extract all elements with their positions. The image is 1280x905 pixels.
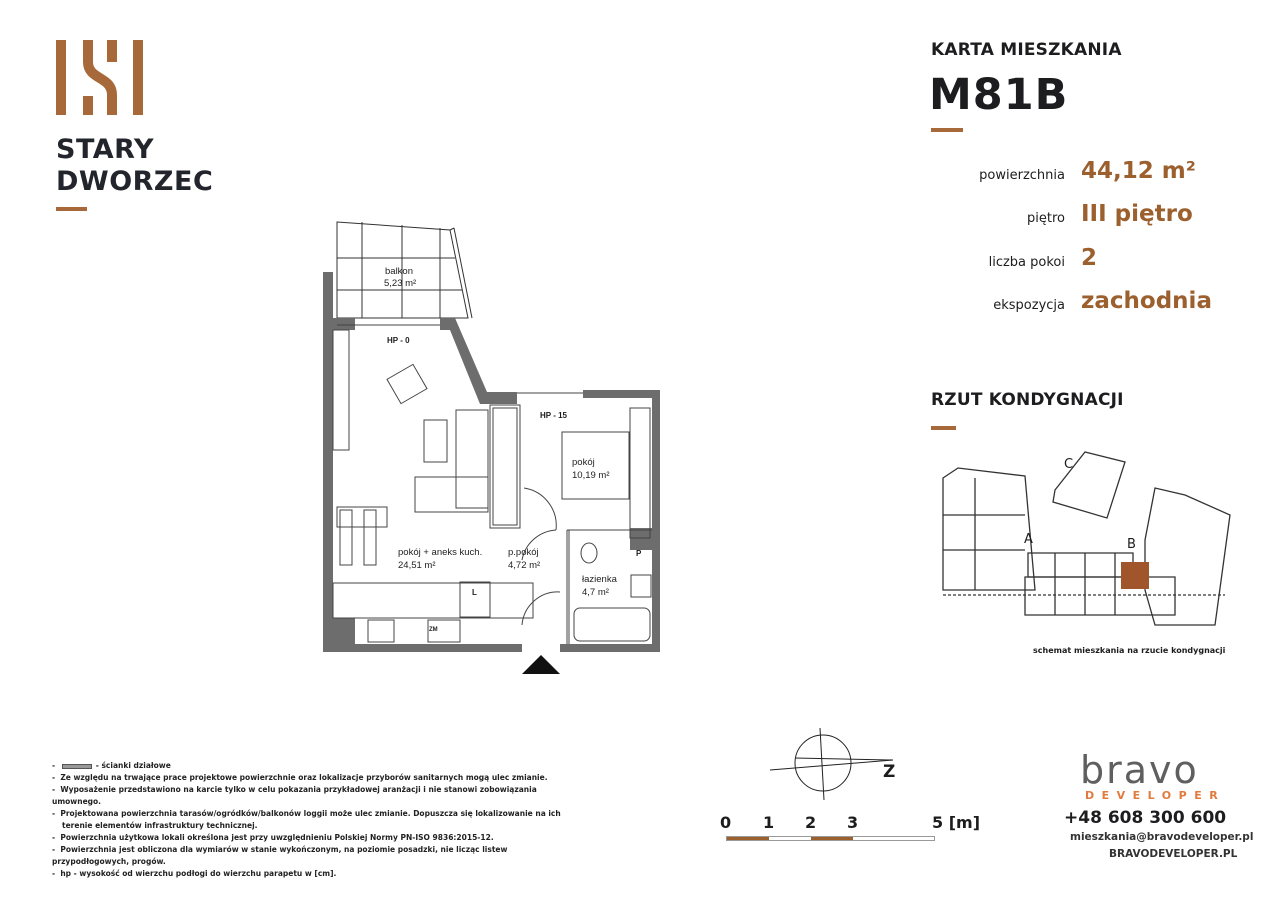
scale-tick: 5 [m] [932,813,980,832]
property-value: 44,12 m² [1081,158,1196,184]
website-link[interactable]: BRAVODEVELOPER.PL [1109,848,1238,860]
room-bathroom: łazienka 4,7 m² [582,573,617,599]
property-rooms: liczba pokoi 2 [925,245,1280,275]
phone-number[interactable]: +48 608 300 600 [1064,808,1227,828]
room-area: 4,72 m² [508,560,541,571]
property-label: piętro [1027,211,1065,226]
room-area: 5,23 m² [384,278,417,289]
note-item: - - ścianki działowe [52,761,171,770]
walls [323,272,660,652]
notes-list: - - ścianki działowe - Ze względu na trw… [52,760,572,880]
logo-line2: DWORZEC [56,166,214,197]
property-value: 2 [1081,245,1098,271]
stary-dworzec-logo [56,40,146,119]
property-exposure: ekspozycja zachodnia [925,288,1280,318]
building-label: B [1127,537,1136,552]
scale-tick: 2 [805,813,817,832]
property-area: powierzchnia 44,12 m² [925,158,1280,188]
property-value: III piętro [1081,201,1193,227]
room-name: balkon [385,266,413,277]
card-title: KARTA MIESZKANIA [931,40,1122,60]
compass-icon [769,728,894,801]
storey-underline [931,426,956,430]
room-living-kitchen: pokój + aneks kuch. 24,51 m² [398,546,482,572]
room-area: 4,7 m² [582,587,609,598]
title-underline [931,128,963,132]
scale-tick: 3 [847,813,859,832]
note-item: - Powierzchnia jest obliczona dla wymiar… [52,845,508,866]
fixture-label: ZM [429,627,438,633]
partition-wall-legend-icon [61,763,92,769]
storey-plan-diagram [942,451,1231,626]
compass-label: Z [883,762,896,782]
property-label: ekspozycja [993,298,1065,313]
scale-bar [726,836,935,841]
floor-plan [323,221,660,674]
room-hall: p.pokój 4,72 m² [508,546,540,572]
note-item: - Wyposażenie przedstawiono na karcie ty… [52,785,537,806]
fixture-label: L [472,588,477,597]
bravo-logo: bravo [1080,748,1199,792]
note-item: - hp - wysokość od wierzchu podłogi do w… [52,869,337,878]
apartment-code: M81B [929,70,1069,120]
note-item: - Ze względu na trwające prace projektow… [52,773,548,782]
property-label: powierzchnia [979,168,1065,183]
storey-title: RZUT KONDYGNACJI [931,390,1124,410]
scale-tick: 1 [763,813,775,832]
entrance-arrow-icon [522,655,560,674]
storey-caption: schemat mieszkania na rzucie kondygnacji [1033,646,1226,655]
building-label: C [1064,457,1074,472]
room-name: p.pokój [508,547,539,558]
property-floor: piętro III piętro [925,201,1280,231]
room-name: pokój + aneks kuch. [398,547,483,558]
hp-label: HP - 0 [387,336,410,345]
room-area: 10,19 m² [572,470,610,481]
building-label: A [1024,532,1033,547]
property-label: liczba pokoi [988,255,1065,270]
scale-tick: 0 [720,813,732,832]
room-bedroom: pokój 10,19 m² [572,456,610,482]
logo-line1: STARY [56,134,155,165]
room-name: pokój [572,457,595,468]
property-value: zachodnia [1081,288,1212,314]
hp-label: HP - 15 [540,411,567,420]
bravo-logo-subtitle: DEVELOPER [1085,789,1226,802]
room-balcony: balkon [385,265,413,278]
apartment-highlight [1121,562,1149,589]
note-item: - Projektowana powierzchnia tarasów/ogró… [52,809,561,830]
balcony-outline [336,221,469,319]
logo-underline [56,207,87,211]
room-area: 24,51 m² [398,560,436,571]
logo-mark-icon [56,40,143,115]
email-link[interactable]: mieszkania@bravodeveloper.pl [1070,831,1254,843]
note-item: - Powierzchnia użytkowa lokali określona… [52,833,494,842]
fixture-label: P [636,549,642,558]
room-name: łazienka [582,574,617,585]
